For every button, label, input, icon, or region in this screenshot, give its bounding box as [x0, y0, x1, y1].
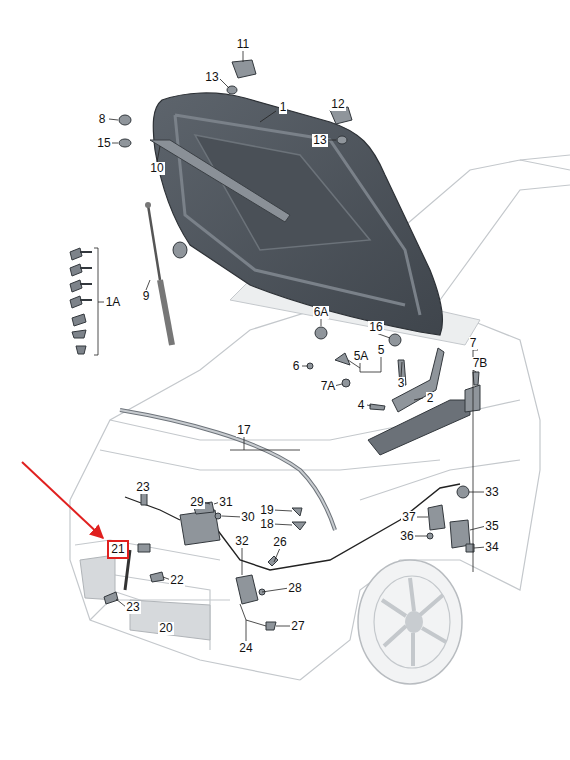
callout-number: 22 [169, 574, 184, 587]
callout-number: 9 [142, 290, 151, 303]
callout-number: 13 [312, 134, 327, 147]
callout-number: 6A [313, 306, 330, 319]
wheel [358, 560, 462, 684]
callout-number: 1A [105, 296, 122, 309]
callout-number: 20 [158, 622, 173, 635]
callout-number: 34 [484, 541, 499, 554]
callout-number: 23 [125, 601, 140, 614]
callout-number: 3 [397, 377, 406, 390]
callout-number: 18 [259, 518, 274, 531]
grille [80, 555, 210, 640]
small-parts [104, 60, 480, 630]
callout-number: 21 [109, 543, 127, 556]
callout-number: 6 [292, 360, 301, 373]
hood [150, 93, 442, 335]
callout-number: 15 [96, 137, 111, 150]
callout-number: 37 [401, 511, 416, 524]
callout-number: 31 [218, 496, 233, 509]
callout-number: 7B [472, 357, 489, 370]
callout-number: 28 [287, 582, 302, 595]
highlight-box: 21 [107, 540, 129, 559]
callout-number: 27 [290, 620, 305, 633]
leader-lines [94, 51, 486, 641]
callout-number: 7A [320, 380, 337, 393]
callout-number: 17 [236, 424, 251, 437]
callout-number: 12 [330, 98, 345, 111]
callout-number: 8 [98, 113, 107, 126]
callout-number: 13 [204, 71, 219, 84]
callout-number: 5A [353, 350, 370, 363]
callout-number: 30 [240, 511, 255, 524]
callout-number: 4 [357, 399, 366, 412]
callout-number: 36 [399, 530, 414, 543]
callout-number: 10 [149, 162, 164, 175]
callout-number: 1 [279, 101, 288, 114]
callout-number: 23 [135, 481, 150, 494]
callout-number: 2 [426, 392, 435, 405]
callout-number: 7 [469, 337, 478, 350]
callout-number: 11 [236, 38, 250, 51]
callout-number: 24 [238, 642, 253, 655]
callout-number: 32 [234, 535, 249, 548]
callout-number: 29 [189, 496, 204, 509]
callout-number: 5 [377, 344, 386, 357]
callout-number: 19 [259, 504, 274, 517]
bolt-set [70, 248, 92, 354]
callout-number: 35 [484, 520, 499, 533]
pointer-arrow [22, 462, 103, 538]
callout-number: 26 [272, 536, 287, 549]
gas-strut [145, 202, 172, 345]
callout-number: 16 [368, 321, 383, 334]
callout-number: 33 [484, 486, 499, 499]
